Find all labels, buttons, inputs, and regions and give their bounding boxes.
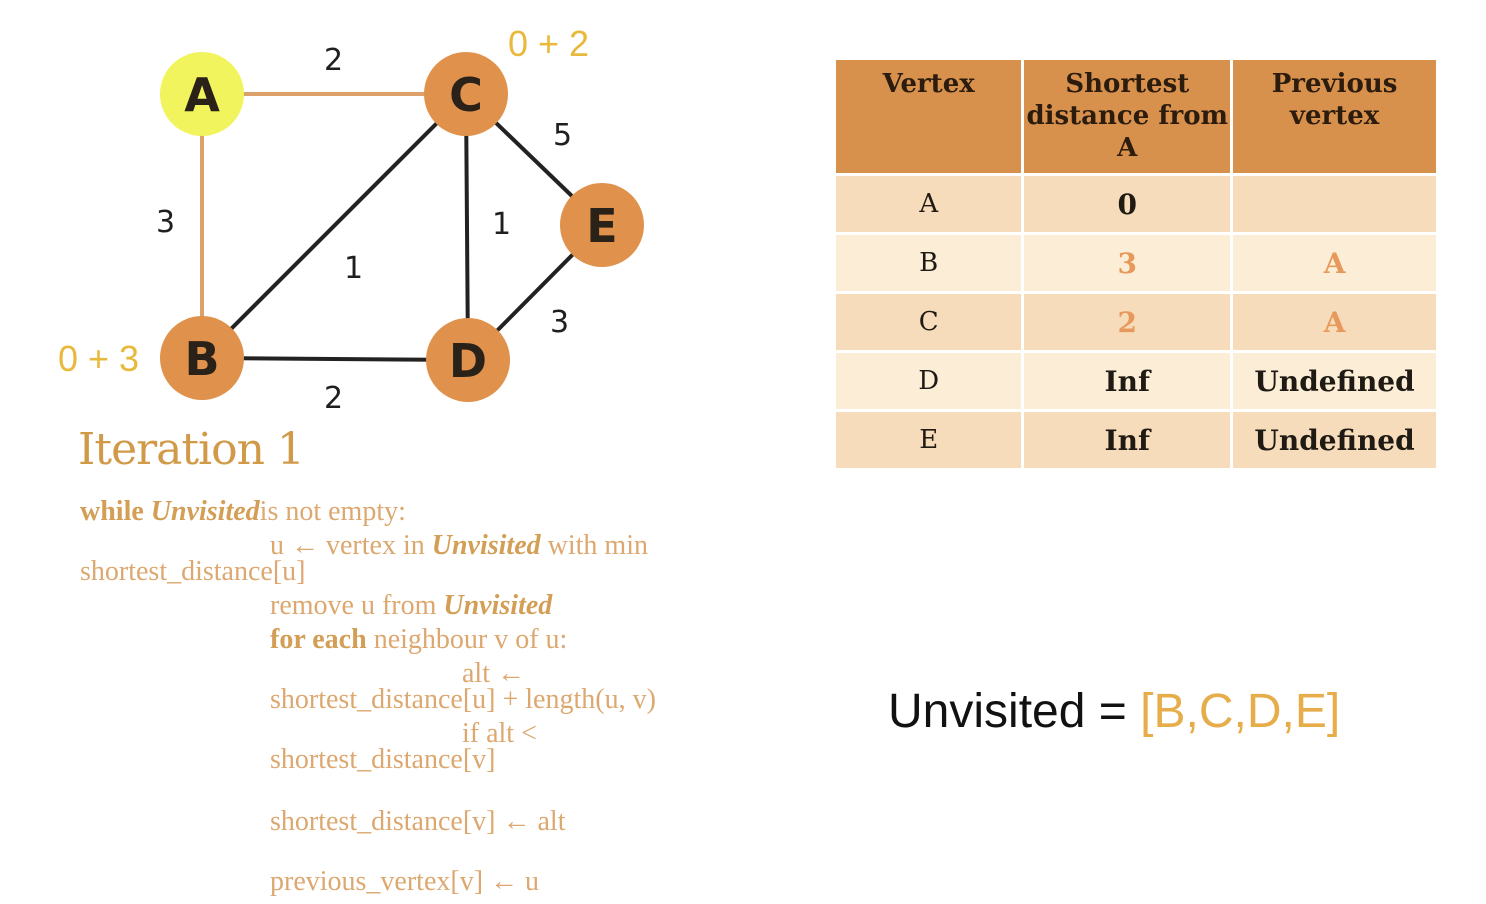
unvisited-label: Unvisited =: [888, 685, 1127, 738]
node-b: [160, 316, 244, 400]
header-vertex: Vertex: [836, 60, 1022, 173]
code-text: u ← vertex in: [270, 530, 425, 561]
code-line-3: shortest_distance[u]: [80, 556, 306, 587]
code-keyword: while: [80, 496, 144, 527]
code-variable: Unvisited: [443, 590, 553, 621]
code-line-1: while Unvisitedis not empty:: [80, 498, 406, 526]
edge-weight-a-c: 2: [324, 43, 343, 78]
cell-previous: Undefined: [1233, 412, 1436, 468]
code-line-10: shortest_distance[v] ← alt: [270, 806, 566, 837]
code-line-4: remove u from Unvisited: [270, 592, 552, 620]
cell-vertex: E: [836, 412, 1022, 468]
annotation-c: 0 + 2: [508, 23, 589, 64]
cell-previous: A: [1233, 235, 1436, 291]
table-row: A 0: [836, 176, 1436, 232]
node-a-label: A: [184, 68, 220, 122]
annotation-b: 0 + 3: [58, 338, 139, 379]
cell-previous: Undefined: [1233, 353, 1436, 409]
code-line-6: alt ←: [462, 658, 525, 689]
edge-weight-c-e: 5: [553, 118, 572, 153]
node-b-label: B: [184, 332, 219, 386]
edge-b-c: [200, 92, 468, 360]
code-keyword: for each: [270, 624, 367, 655]
edge-b-d: [201, 356, 469, 362]
node-a: [160, 52, 244, 136]
code-text: with min: [547, 530, 648, 561]
code-line-9: shortest_distance[v]: [270, 744, 496, 775]
cell-vertex: D: [836, 353, 1022, 409]
table-row: E Inf Undefined: [836, 412, 1436, 468]
cell-distance: 2: [1024, 294, 1231, 350]
edge-weight-b-c: 1: [344, 251, 363, 286]
code-text: remove u from: [270, 590, 437, 621]
unvisited-value: [B,C,D,E]: [1140, 685, 1341, 738]
table-row: D Inf Undefined: [836, 353, 1436, 409]
cell-distance: 0: [1024, 176, 1231, 232]
code-line-7: shortest_distance[u] + length(u, v): [270, 684, 656, 715]
code-line-5: for each neighbour v of u:: [270, 626, 567, 654]
iteration-title: Iteration 1: [78, 424, 305, 475]
node-c-label: C: [449, 68, 483, 122]
table-row: B 3 A: [836, 235, 1436, 291]
table-row: C 2 A: [836, 294, 1436, 350]
cell-distance: Inf: [1024, 353, 1231, 409]
table-header-row: Vertex Shortest distance from A Previous…: [836, 60, 1436, 173]
edge-weight-a-b: 3: [156, 205, 175, 240]
code-text: neighbour v of u:: [373, 624, 568, 655]
cell-previous: [1233, 176, 1436, 232]
node-e-label: E: [586, 199, 617, 253]
edge-weight-d-e: 3: [550, 305, 569, 340]
node-d-label: D: [449, 334, 487, 388]
code-text: is not empty:: [259, 496, 406, 527]
cell-vertex: C: [836, 294, 1022, 350]
header-previous-vertex: Previous vertex: [1233, 60, 1436, 173]
edge-weight-b-d: 2: [324, 381, 343, 416]
node-e: [560, 183, 644, 267]
cell-distance: Inf: [1024, 412, 1231, 468]
code-line-11: previous_vertex[v] ← u: [270, 866, 540, 897]
code-variable: Unvisited: [431, 530, 541, 561]
distance-table: Vertex Shortest distance from A Previous…: [833, 57, 1439, 471]
header-shortest-distance: Shortest distance from A: [1024, 60, 1231, 173]
graph-diagram: 2 3 1 1 5 2 3 A C E B D 0 + 2 0 + 3: [58, 23, 644, 416]
unvisited-set: Unvisited = [B,C,D,E]: [888, 684, 1340, 739]
cell-vertex: B: [836, 235, 1022, 291]
cell-vertex: A: [836, 176, 1022, 232]
code-line-2: u ← vertex in Unvisited with min: [270, 532, 648, 560]
cell-previous: A: [1233, 294, 1436, 350]
node-d: [426, 318, 510, 402]
code-line-8: if alt <: [462, 718, 537, 749]
edge-weight-c-d: 1: [492, 207, 511, 242]
cell-distance: 3: [1024, 235, 1231, 291]
edge-c-d: [464, 93, 470, 361]
code-variable: Unvisited: [150, 496, 260, 527]
node-c: [424, 52, 508, 136]
